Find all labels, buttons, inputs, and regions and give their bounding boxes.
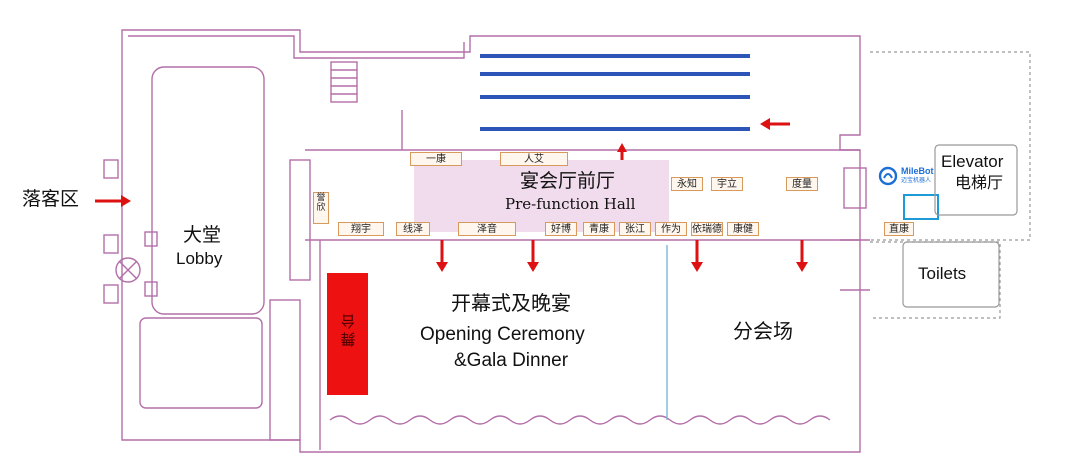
seating-blocks — [480, 54, 750, 131]
milebot-logo: MileBot 迈宝机器人 — [878, 164, 934, 188]
toilets-label: Toilets — [918, 264, 967, 283]
prefunction-hall-area — [414, 160, 669, 232]
booth-yuxin[interactable]: 誉欣 — [313, 192, 329, 224]
stage-label: 舞台 — [340, 312, 356, 348]
booth-duyi[interactable]: 度量 — [786, 177, 818, 191]
booth-zhangjiang[interactable]: 张江 — [619, 222, 651, 236]
facade-pillar — [103, 159, 119, 179]
building-outline — [121, 29, 861, 453]
dropoff-label: 落客区 — [22, 188, 80, 210]
booth-yusheng[interactable]: 泽音 — [458, 222, 516, 236]
arrows — [95, 118, 808, 272]
milebot-logo-icon — [878, 166, 898, 186]
lobby-en-label: Lobby — [176, 249, 223, 268]
booth-haobo[interactable]: 好博 — [545, 222, 577, 236]
breakout-label: 分会场 — [733, 319, 793, 343]
booth-yiruide[interactable]: 依瑞德 — [691, 222, 723, 236]
elevator-room — [934, 144, 1018, 216]
main-hall-zh-label: 开幕式及晚宴 — [451, 291, 571, 315]
booth-yuli[interactable]: 宇立 — [711, 177, 743, 191]
stage — [327, 273, 368, 395]
milebot-logo-name: MileBot — [901, 166, 934, 176]
staircase — [330, 61, 358, 103]
main-hall-en-line2: &Gala Dinner — [454, 350, 569, 371]
milebot-logo-sub: 迈宝机器人 — [901, 178, 932, 184]
booth-xianze[interactable]: 线泽 — [396, 222, 430, 236]
prefunction-zh-label: 宴会厅前厅 — [520, 170, 616, 192]
elevator-en-label: Elevator — [941, 152, 1004, 171]
booth-renai[interactable]: 人艾 — [500, 152, 568, 166]
lobby-zh-label: 大堂 — [183, 224, 222, 246]
booth-zhikang[interactable]: 直康 — [884, 222, 914, 236]
booth-zuowei[interactable]: 作为 — [655, 222, 687, 236]
revolving-door — [115, 257, 141, 283]
booth-xiangyu[interactable]: 翔宇 — [338, 222, 384, 236]
prefunction-en-label: Pre-function Hall — [505, 195, 636, 213]
elevator-zh-label: 电梯厅 — [955, 173, 1004, 192]
booth-yikang[interactable]: 一康 — [410, 152, 462, 166]
booth-kangjian[interactable]: 康健 — [727, 222, 759, 236]
booth-qingkang[interactable]: 青康 — [583, 222, 615, 236]
lower-room — [139, 317, 263, 409]
main-hall-en-line1: Opening Ceremony — [420, 324, 585, 345]
lobby-room — [151, 66, 265, 315]
booth-yongzhi[interactable]: 永知 — [671, 177, 703, 191]
